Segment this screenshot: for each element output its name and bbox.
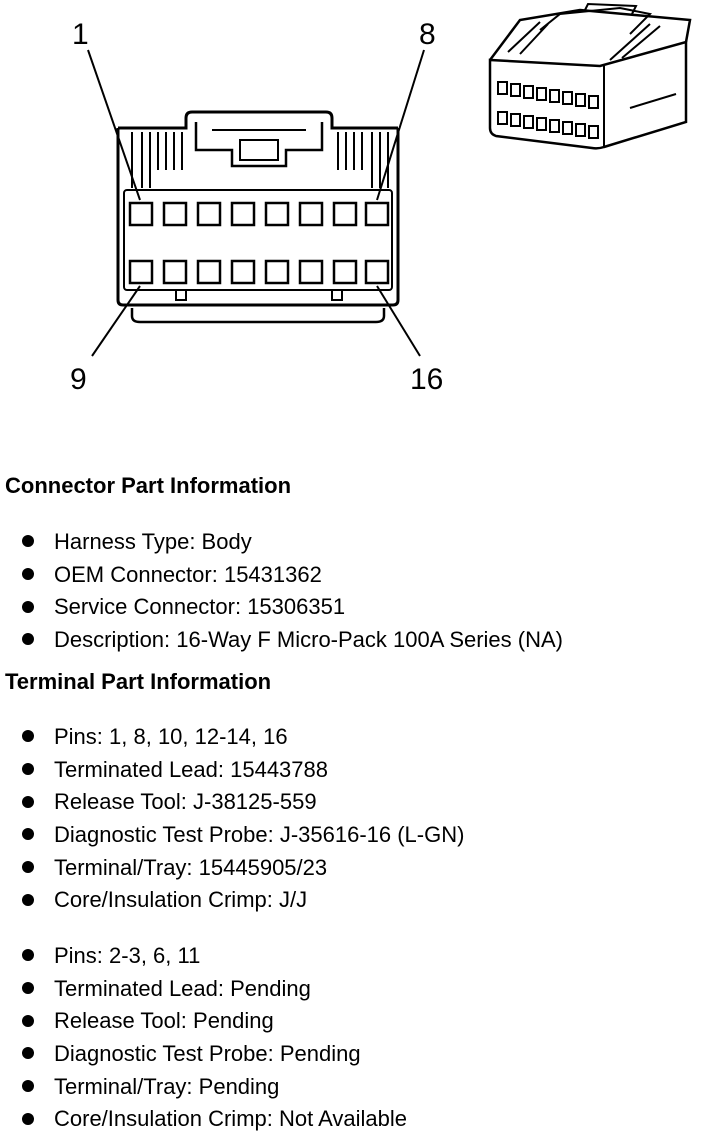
bottom-rail xyxy=(130,308,386,324)
bullet-icon xyxy=(22,828,34,841)
list-item: Core/Insulation Crimp: Not Available xyxy=(22,1103,407,1136)
terminal-10 xyxy=(162,259,188,285)
leader-8 xyxy=(376,49,425,201)
terminal-1 xyxy=(128,201,154,227)
bullet-icon xyxy=(22,795,34,808)
terminal-5 xyxy=(264,201,290,227)
terminal-group-2-list: Pins: 2-3, 6, 11 Terminated Lead: Pendin… xyxy=(22,940,407,1136)
connector-part-info-list: Harness Type: Body OEM Connector: 154313… xyxy=(22,526,563,657)
pin-label-8: 8 xyxy=(419,18,436,51)
connector-part-info-heading: Connector Part Information xyxy=(5,473,292,498)
bullet-icon xyxy=(22,1047,34,1060)
list-item: Terminal/Tray: 15445905/23 xyxy=(22,852,464,885)
terminal-15 xyxy=(332,259,358,285)
iso-latch xyxy=(539,2,653,35)
terminal-3 xyxy=(196,201,222,227)
iso-terminals-top xyxy=(497,81,599,109)
iso-terminals-bottom xyxy=(497,111,599,139)
list-item: Pins: 2-3, 6, 11 xyxy=(22,940,407,973)
terminal-11 xyxy=(196,259,222,285)
terminal-group-1-list: Pins: 1, 8, 10, 12-14, 16 Terminated Lea… xyxy=(22,721,464,917)
terminal-row-top xyxy=(128,201,390,227)
terminal-16 xyxy=(364,259,390,285)
bullet-icon xyxy=(22,981,34,994)
bullet-icon xyxy=(22,762,34,775)
connector-isometric xyxy=(488,2,692,150)
iso-top xyxy=(489,8,692,61)
pin-label-1: 1 xyxy=(72,18,89,51)
pin-label-16: 16 xyxy=(410,363,443,396)
latch xyxy=(194,122,324,168)
list-item: Pins: 1, 8, 10, 12-14, 16 xyxy=(22,721,464,754)
connector-face xyxy=(116,110,400,324)
terminal-row-bottom xyxy=(128,259,390,285)
inner-cavity xyxy=(123,189,393,291)
terminal-12 xyxy=(230,259,256,285)
leader-16 xyxy=(376,285,421,357)
bullet-icon xyxy=(22,633,34,646)
list-item: Core/Insulation Crimp: J/J xyxy=(22,884,464,917)
pin-label-9: 9 xyxy=(70,363,87,396)
list-item: Release Tool: J-38125-559 xyxy=(22,786,464,819)
bullet-icon xyxy=(22,860,34,873)
terminal-6 xyxy=(298,201,324,227)
list-item: Description: 16-Way F Micro-Pack 100A Se… xyxy=(22,624,563,657)
housing-top xyxy=(118,110,398,130)
housing-outline xyxy=(116,128,400,307)
leader-9 xyxy=(91,285,141,357)
bullet-icon xyxy=(22,567,34,580)
connector-diagram: 1 8 9 16 xyxy=(70,2,692,396)
list-item: Service Connector: 15306351 xyxy=(22,591,563,624)
list-item: Terminated Lead: 15443788 xyxy=(22,754,464,787)
list-item: Diagnostic Test Probe: Pending xyxy=(22,1038,407,1071)
rail-tabs xyxy=(175,290,343,301)
bullet-icon xyxy=(22,600,34,613)
list-item: Terminated Lead: Pending xyxy=(22,973,407,1006)
terminal-2 xyxy=(162,201,188,227)
iso-body xyxy=(488,40,688,150)
terminal-7 xyxy=(332,201,358,227)
bullet-icon xyxy=(22,1112,34,1125)
list-item: OEM Connector: 15431362 xyxy=(22,559,563,592)
bullet-icon xyxy=(22,535,34,548)
iso-ridges xyxy=(507,21,661,147)
terminal-14 xyxy=(298,259,324,285)
bullet-icon xyxy=(22,730,34,743)
bullet-icon xyxy=(22,893,34,906)
list-item: Harness Type: Body xyxy=(22,526,563,559)
terminal-13 xyxy=(264,259,290,285)
list-item: Diagnostic Test Probe: J-35616-16 (L-GN) xyxy=(22,819,464,852)
iso-side-slot xyxy=(629,93,677,109)
terminal-8 xyxy=(364,201,390,227)
left-ribs xyxy=(131,132,183,188)
leader-1 xyxy=(87,49,141,201)
bullet-icon xyxy=(22,1079,34,1092)
leader-lines xyxy=(87,49,425,357)
latch-inner xyxy=(212,129,306,161)
terminal-part-info-heading: Terminal Part Information xyxy=(5,669,272,694)
terminal-4 xyxy=(230,201,256,227)
list-item: Release Tool: Pending xyxy=(22,1005,407,1038)
bullet-icon xyxy=(22,1014,34,1027)
bullet-icon xyxy=(22,949,34,962)
right-ribs xyxy=(337,132,389,188)
list-item: Terminal/Tray: Pending xyxy=(22,1071,407,1104)
terminal-9 xyxy=(128,259,154,285)
